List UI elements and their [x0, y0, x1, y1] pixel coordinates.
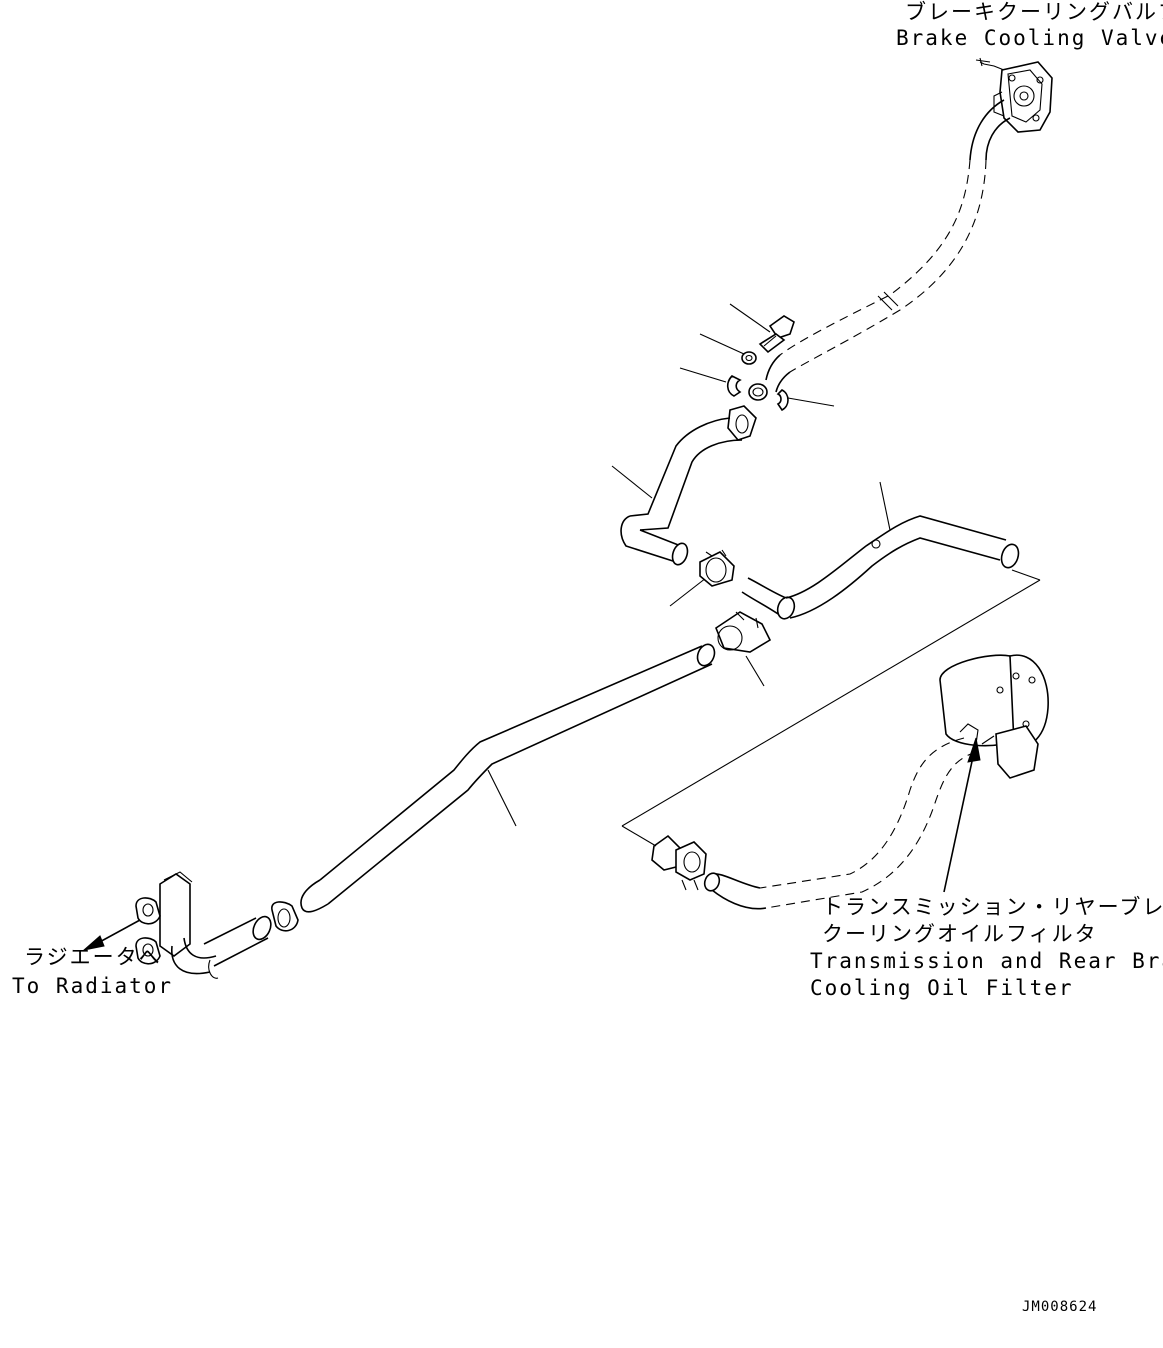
hose-clamp-middle	[699, 549, 735, 587]
filter-hose	[703, 737, 977, 910]
long-pipe	[300, 643, 716, 913]
drawing-code: JM008624	[1022, 1299, 1097, 1315]
bolt	[758, 315, 795, 354]
brake-cooling-valve	[975, 57, 1053, 133]
hose-clamp-lower	[715, 611, 772, 653]
upper-hose	[765, 99, 1011, 393]
filter-label-jp-1: トランスミッション・リヤーブレーキ	[822, 895, 1163, 919]
radiator-connection	[135, 871, 299, 979]
upper-bent-pipe	[620, 405, 757, 566]
half-clamp-right	[776, 389, 789, 412]
radiator-label-en: To Radiator	[12, 974, 173, 998]
radiator-label-jp: ラジエータへ	[24, 945, 162, 969]
filter-label-en-1: Transmission and Rear Brake	[810, 949, 1163, 973]
o-ring	[748, 383, 768, 401]
filter-label-en-2: Cooling Oil Filter	[810, 976, 1074, 1000]
leader-lines	[487, 303, 891, 827]
brake-valve-label-jp: ブレーキクーリングバルブ	[905, 0, 1163, 24]
radiator-arrow	[82, 919, 141, 951]
oil-filter	[939, 654, 1049, 779]
filter-leader	[943, 737, 981, 893]
right-bent-hose	[741, 515, 1041, 620]
assembly-reference-lines	[621, 579, 1041, 847]
filter-clamp	[651, 834, 707, 891]
washer	[741, 351, 757, 365]
half-clamp-left	[726, 375, 742, 397]
brake-valve-label-en: Brake Cooling Valve	[896, 26, 1163, 50]
filter-label-jp-2: クーリングオイルフィルタ	[822, 922, 1098, 946]
